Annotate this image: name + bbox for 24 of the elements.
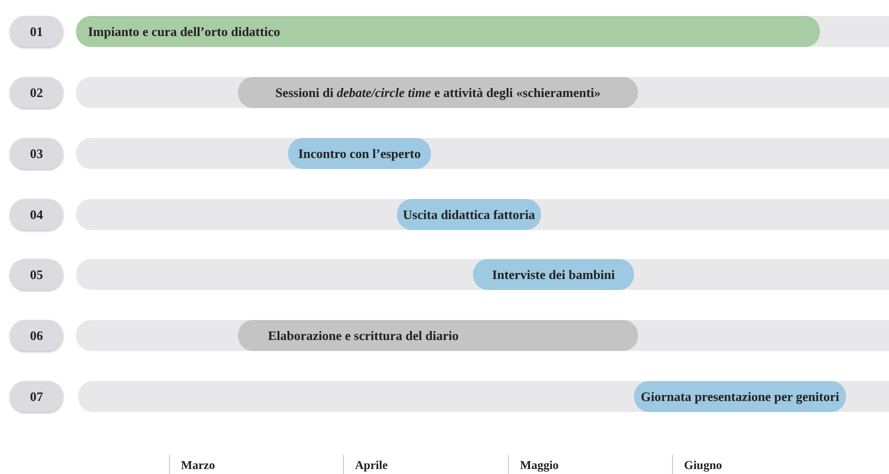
task-bar: Impianto e cura dell’orto didattico [76, 16, 820, 47]
task-bar: Incontro con l’esperto [288, 138, 431, 169]
task-bar: Uscita didattica fattoria [397, 199, 541, 230]
timeline-track [76, 199, 889, 230]
row-number-pill: 06 [10, 320, 63, 351]
month-label: Maggio [508, 455, 559, 474]
timeline-track [78, 381, 889, 412]
timeline-track [76, 259, 889, 290]
timeline-track [76, 320, 889, 351]
month-label: Marzo [169, 455, 215, 474]
month-label: Aprile [343, 455, 388, 474]
task-bar: Giornata presentazione per genitori [634, 381, 846, 412]
row-number-pill: 05 [10, 259, 63, 290]
row-number-pill: 01 [10, 16, 63, 47]
task-bar: Elaborazione e scrittura del diario [238, 320, 638, 351]
task-bar: Interviste dei bambini [473, 259, 634, 290]
row-number-pill: 02 [10, 77, 63, 108]
row-number-pill: 04 [10, 199, 63, 230]
row-number-pill: 07 [10, 381, 63, 412]
timeline-track [76, 138, 889, 169]
task-bar: Sessioni di debate/circle time e attività degli «schieramenti» [238, 77, 638, 108]
timeline-track [76, 77, 889, 108]
row-number-pill: 03 [10, 138, 63, 169]
month-label: Giugno [672, 455, 722, 474]
